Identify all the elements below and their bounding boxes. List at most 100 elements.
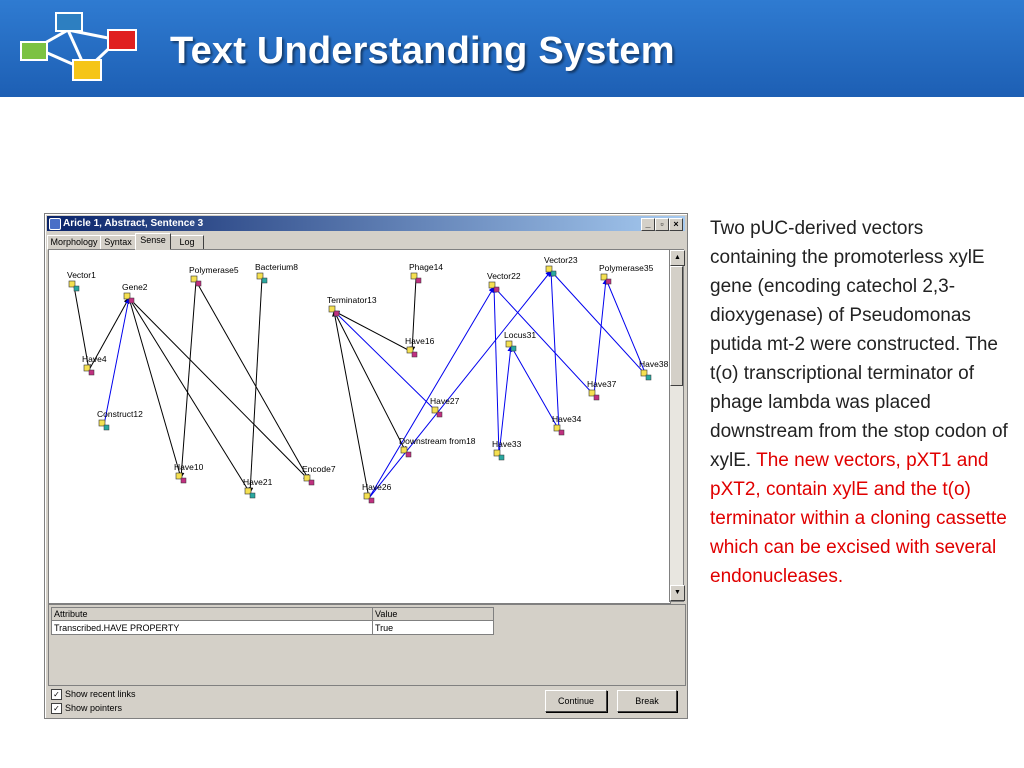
node-icon <box>175 472 183 480</box>
graph-edge-black[interactable] <box>127 297 182 479</box>
graph-node-have37[interactable]: Have37 <box>587 379 617 401</box>
graph-edge-black[interactable] <box>128 297 251 494</box>
graph-edge-blue[interactable] <box>491 286 500 456</box>
graph-edge-blue[interactable] <box>103 297 131 426</box>
graph-edge-black[interactable] <box>195 280 310 481</box>
graph-edge-black[interactable] <box>73 285 92 371</box>
window-titlebar[interactable]: Aricle 1, Abstract, Sentence 3 _ ▫ × <box>47 216 685 231</box>
graph-node-have26[interactable]: Have26 <box>362 482 392 504</box>
node-label: Encode7 <box>302 464 336 474</box>
node-port-icon <box>103 424 110 431</box>
scroll-down-icon[interactable]: ▼ <box>670 585 685 601</box>
show-recent-links-checkbox[interactable]: ✓ Show recent links <box>51 688 136 702</box>
graph-vertical-scrollbar[interactable]: ▲ ▼ <box>669 249 685 602</box>
graph-node-vector22[interactable]: Vector22 <box>487 271 521 293</box>
graph-node-downstream-from18[interactable]: Downstream from18 <box>399 436 476 458</box>
value-cell[interactable]: True <box>372 620 494 635</box>
checkmark-icon[interactable]: ✓ <box>51 703 62 714</box>
graph-node-construct12[interactable]: Construct12 <box>97 409 143 431</box>
checkmark-icon[interactable]: ✓ <box>51 689 62 700</box>
graph-edge-blue[interactable] <box>368 270 552 499</box>
graph-node-vector1[interactable]: Vector1 <box>67 270 96 292</box>
graph-node-polymerase5[interactable]: Polymerase5 <box>189 265 239 287</box>
graph-node-locus31[interactable]: Locus31 <box>504 330 536 352</box>
node-icon <box>244 487 252 495</box>
scroll-thumb[interactable] <box>670 266 683 386</box>
node-port-icon <box>411 351 418 358</box>
graph-edge-blue[interactable] <box>368 286 495 499</box>
options-group: ✓ Show recent links ✓ Show pointers <box>51 688 136 716</box>
node-icon <box>98 419 106 427</box>
graph-node-encode7[interactable]: Encode7 <box>302 464 336 486</box>
graph-edge-blue[interactable] <box>548 270 560 431</box>
attribute-table: Attribute Value Transcribed.HAVE PROPERT… <box>51 607 494 635</box>
graph-node-have4[interactable]: Have4 <box>82 354 107 376</box>
node-label: Phage14 <box>409 262 443 272</box>
break-button[interactable]: Break <box>617 690 677 712</box>
description-text: Two pUC-derived vectors containing the p… <box>710 218 1008 471</box>
graph-node-have16[interactable]: Have16 <box>405 336 435 358</box>
node-icon <box>123 292 131 300</box>
slide-title: Text Understanding System <box>170 30 675 72</box>
value-header[interactable]: Value <box>372 607 494 621</box>
scroll-up-icon[interactable]: ▲ <box>670 250 685 266</box>
node-icon <box>588 389 596 397</box>
graph-edge-black[interactable] <box>88 297 130 371</box>
graph-node-terminator13[interactable]: Terminator13 <box>327 295 377 317</box>
description-highlight: The new vectors, pXT1 and pXT2, contain … <box>710 450 1007 587</box>
continue-button[interactable]: Continue <box>545 690 607 712</box>
graph-edge-black[interactable] <box>128 297 310 481</box>
node-label: Have26 <box>362 482 392 492</box>
graph-edge-black[interactable] <box>333 310 413 353</box>
tab-log[interactable]: Log <box>170 235 204 250</box>
graph-edge-blue[interactable] <box>493 286 595 396</box>
tab-sense[interactable]: Sense <box>135 233 171 250</box>
node-icon <box>493 449 501 457</box>
node-label: Vector1 <box>67 270 96 280</box>
slide-header: Text Understanding System <box>0 0 1024 97</box>
minimize-button[interactable]: _ <box>641 218 655 231</box>
graph-node-bacterium8[interactable]: Bacterium8 <box>255 262 298 284</box>
node-port-icon <box>405 451 412 458</box>
graph-node-have38[interactable]: Have38 <box>639 359 669 381</box>
node-label: Have34 <box>552 414 582 424</box>
graph-node-gene2[interactable]: Gene2 <box>122 282 148 304</box>
graph-node-have27[interactable]: Have27 <box>430 396 460 418</box>
node-label: Have27 <box>430 396 460 406</box>
graph-edge-black[interactable] <box>409 277 417 353</box>
node-icon <box>410 272 418 280</box>
maximize-button[interactable]: ▫ <box>655 218 669 231</box>
graph-edge-blue[interactable] <box>498 345 514 456</box>
graph-edge-blue[interactable] <box>593 278 609 396</box>
node-label: Polymerase5 <box>189 265 239 275</box>
graph-edge-blue[interactable] <box>510 345 560 431</box>
node-port-icon <box>308 479 315 486</box>
graph-node-polymerase35[interactable]: Polymerase35 <box>599 263 654 285</box>
tab-syntax[interactable]: Syntax <box>100 235 136 250</box>
graph-node-have21[interactable]: Have21 <box>243 477 273 499</box>
graph-edge-blue[interactable] <box>333 310 438 413</box>
graph-edge-black[interactable] <box>178 280 197 479</box>
node-port-icon <box>510 345 517 352</box>
tab-morphology[interactable]: Morphology <box>47 235 101 250</box>
attribute-header[interactable]: Attribute <box>51 607 373 621</box>
graph-edge-black[interactable] <box>247 277 263 494</box>
table-row[interactable]: Transcribed.HAVE PROPERTY True <box>51 620 494 635</box>
close-button[interactable]: × <box>669 218 683 231</box>
graph-node-phage14[interactable]: Phage14 <box>409 262 443 284</box>
graph-node-have33[interactable]: Have33 <box>492 439 522 461</box>
graph-edge-blue[interactable] <box>550 270 647 376</box>
node-icon <box>68 280 76 288</box>
attribute-cell[interactable]: Transcribed.HAVE PROPERTY <box>51 620 373 635</box>
graph-edge-blue[interactable] <box>605 278 647 376</box>
graph-edge-black[interactable] <box>333 310 407 453</box>
graph-edge-black[interactable] <box>332 310 370 499</box>
node-label: Terminator13 <box>327 295 377 305</box>
graph-node-have10[interactable]: Have10 <box>174 462 204 484</box>
node-label: Locus31 <box>504 330 536 340</box>
graph-node-vector23[interactable]: Vector23 <box>544 255 578 277</box>
show-pointers-checkbox[interactable]: ✓ Show pointers <box>51 702 136 716</box>
graph-node-have34[interactable]: Have34 <box>552 414 582 436</box>
